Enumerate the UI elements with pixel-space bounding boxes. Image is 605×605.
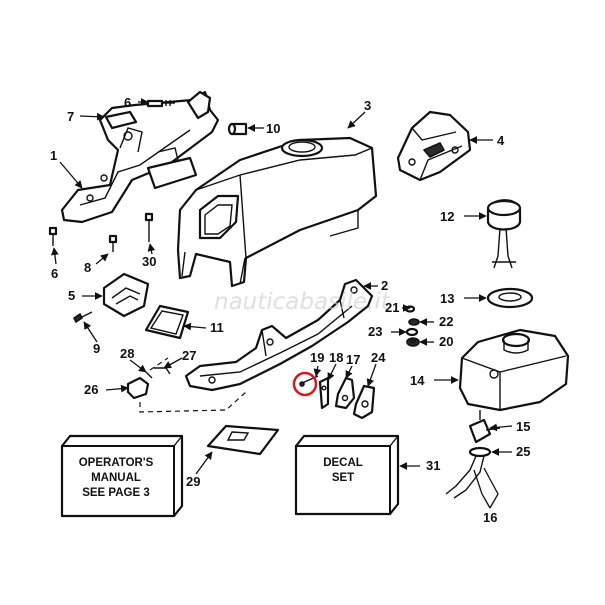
part-13-gasket <box>486 287 534 309</box>
part-15-fuel-fitting <box>468 410 501 444</box>
callout-22: 22 <box>439 314 453 329</box>
callout-27: 27 <box>182 348 196 363</box>
part-7-plate <box>104 110 138 130</box>
callout-7: 7 <box>67 109 74 124</box>
part-24-latch <box>352 384 376 420</box>
part-1-bracket <box>60 90 220 224</box>
callout-4: 4 <box>497 133 505 148</box>
part-12-fuel-cap <box>486 199 522 269</box>
callout-24: 24 <box>371 350 386 365</box>
manual-line-3: SEE PAGE 3 <box>82 487 150 499</box>
callout-23: 23 <box>368 324 382 339</box>
callout-2: 2 <box>381 278 388 293</box>
part-8-screw <box>108 234 118 252</box>
callout-18: 18 <box>329 350 343 365</box>
part-30-screw <box>144 212 154 242</box>
callout-15: 15 <box>516 419 530 434</box>
callout-1: 1 <box>50 148 57 163</box>
part-25-clamp <box>468 446 492 458</box>
callout-26: 26 <box>84 382 98 397</box>
callout-14: 14 <box>410 373 425 388</box>
part-4-bracket <box>396 110 472 182</box>
callout-labels: 1 2 3 4 5 6 6 7 8 9 10 11 12 13 14 15 16… <box>50 95 530 525</box>
leader-lines <box>51 98 513 509</box>
part-22-nut <box>408 318 420 326</box>
part-18-clip <box>318 376 330 410</box>
decal-line-2: SET <box>332 472 354 484</box>
part-29-pouch <box>206 424 280 456</box>
callout-28: 28 <box>120 346 134 361</box>
manual-line-2: MANUAL <box>91 472 141 484</box>
callout-12: 12 <box>440 209 454 224</box>
part-26-knob <box>126 376 150 400</box>
part-27-clip <box>154 367 171 375</box>
operators-manual-box: OPERATOR'S MANUAL SEE PAGE 3 <box>60 434 184 518</box>
callout-11: 11 <box>210 320 224 335</box>
part-5-bracket <box>102 272 150 318</box>
callout-16: 16 <box>483 510 497 525</box>
callout-29: 29 <box>186 474 200 489</box>
part-23-washer <box>405 327 419 337</box>
callout-10: 10 <box>266 121 280 136</box>
callout-3: 3 <box>364 98 371 113</box>
callout-19: 19 <box>310 350 324 365</box>
callout-30: 30 <box>142 254 156 269</box>
callout-5: 5 <box>68 288 75 303</box>
part-20-grommet <box>406 337 420 347</box>
callout-25: 25 <box>516 444 530 459</box>
part-11-seal <box>144 304 190 340</box>
decal-set-box: DECAL SET <box>294 434 400 516</box>
part-19-highlight-ring <box>292 371 318 397</box>
callout-21: 21 <box>385 300 399 315</box>
callout-31: 31 <box>426 458 440 473</box>
callout-20: 20 <box>439 334 453 349</box>
part-16-fuel-hose <box>445 455 485 499</box>
callout-17: 17 <box>346 352 360 367</box>
part-21-washer <box>404 305 416 313</box>
part-3-engine-cover <box>176 136 378 288</box>
part-10-pin <box>227 122 248 136</box>
part-6-lower-screw <box>48 226 58 246</box>
callout-6-top: 6 <box>124 95 131 110</box>
callout-6-lower: 6 <box>51 266 58 281</box>
callout-8: 8 <box>84 260 91 275</box>
part-28-clip <box>145 371 153 379</box>
part-14-fuel-tank <box>458 328 570 412</box>
callout-9: 9 <box>93 341 100 356</box>
part-9-screw <box>73 311 93 323</box>
part-2-lower-support <box>184 278 374 392</box>
watermark-text: nauticabasile.it <box>214 289 391 315</box>
decal-line-1: DECAL <box>323 457 363 469</box>
callout-13: 13 <box>440 291 454 306</box>
part-17-lever <box>334 376 356 410</box>
manual-line-1: OPERATOR'S <box>79 457 154 469</box>
